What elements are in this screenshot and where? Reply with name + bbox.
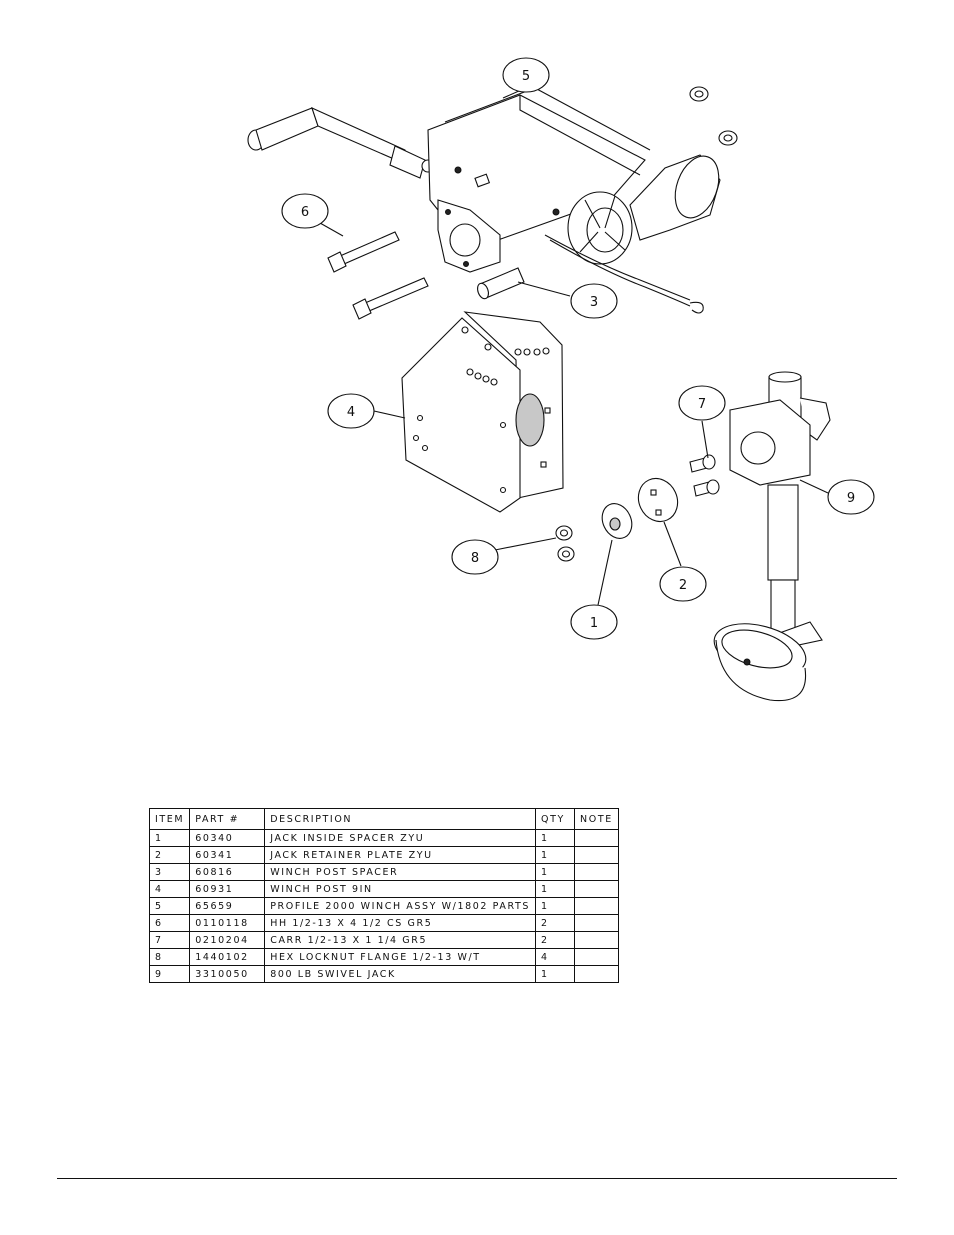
header-description: DESCRIPTION	[264, 808, 537, 830]
table-row: 9 3310050 800 LB SWIVEL JACK 1	[148, 965, 619, 983]
cell-part-number: 60816	[189, 863, 266, 881]
winch-post-spacer-part	[477, 267, 525, 300]
cell-item: 7	[148, 931, 191, 949]
cell-part-number: 60931	[189, 880, 266, 898]
cell-part-number: 0110118	[189, 914, 266, 932]
callout-4: 4	[327, 393, 375, 429]
header-item: ITEM	[148, 808, 191, 830]
cell-description: JACK INSIDE SPACER ZYU	[264, 829, 537, 847]
cell-description: HH 1/2-13 X 4 1/2 CS GR5	[264, 914, 537, 932]
svg-text:1: 1	[590, 616, 598, 631]
callout-7: 7	[678, 385, 726, 421]
cell-part-number: 65659	[189, 897, 266, 915]
cell-note	[574, 897, 619, 915]
cell-qty: 1	[535, 846, 576, 864]
footer-divider	[57, 1178, 897, 1179]
cell-description: WINCH POST SPACER	[264, 863, 537, 881]
cell-note	[574, 880, 619, 898]
cell-part-number: 60341	[189, 846, 266, 864]
svg-text:6: 6	[301, 205, 309, 220]
cell-description: CARR 1/2-13 X 1 1/4 GR5	[264, 931, 537, 949]
cell-note	[574, 846, 619, 864]
cell-note	[574, 931, 619, 949]
cell-qty: 4	[535, 948, 576, 966]
svg-text:4: 4	[347, 405, 355, 420]
cell-item: 3	[148, 863, 191, 881]
exploded-assembly-drawing: 5 6 3 4 7 9 8 2 1	[247, 57, 875, 702]
callout-5: 5	[502, 57, 550, 93]
callout-1: 1	[570, 604, 618, 640]
table-row: 7 0210204 CARR 1/2-13 X 1 1/4 GR5 2	[148, 931, 619, 949]
cell-qty: 1	[535, 863, 576, 881]
cell-part-number: 0210204	[189, 931, 266, 949]
cell-item: 6	[148, 914, 191, 932]
cell-part-number: 1440102	[189, 948, 266, 966]
svg-text:3: 3	[590, 295, 598, 310]
table-row: 1 60340 JACK INSIDE SPACER ZYU 1	[148, 829, 619, 847]
callout-8: 8	[451, 539, 499, 575]
table-row: 8 1440102 HEX LOCKNUT FLANGE 1/2-13 W/T …	[148, 948, 619, 966]
table-row: 4 60931 WINCH POST 9IN 1	[148, 880, 619, 898]
header-note: NOTE	[574, 808, 619, 830]
jack-retainer-plate-part	[637, 477, 679, 523]
hex-locknut-part	[555, 525, 575, 562]
jack-inside-spacer-part	[601, 503, 633, 539]
parts-list-table: ITEM PART # DESCRIPTION QTY NOTE 1 60340…	[148, 808, 619, 983]
svg-text:5: 5	[522, 69, 530, 84]
callout-3: 3	[570, 283, 618, 319]
cell-qty: 2	[535, 931, 576, 949]
swivel-jack-part	[713, 371, 831, 702]
cell-qty: 1	[535, 965, 576, 983]
cell-description: PROFILE 2000 WINCH ASSY W/1802 PARTS	[264, 897, 537, 915]
cell-item: 8	[148, 948, 191, 966]
cell-qty: 1	[535, 880, 576, 898]
cell-item: 1	[148, 829, 191, 847]
table-row: 6 0110118 HH 1/2-13 X 4 1/2 CS GR5 2	[148, 914, 619, 932]
callout-6: 6	[281, 193, 329, 229]
header-part-number: PART #	[189, 808, 266, 830]
cell-part-number: 60340	[189, 829, 266, 847]
table-row: 3 60816 WINCH POST SPACER 1	[148, 863, 619, 881]
callout-9: 9	[827, 479, 875, 515]
cell-note	[574, 965, 619, 983]
table-header-row: ITEM PART # DESCRIPTION QTY NOTE	[148, 808, 619, 830]
svg-text:8: 8	[471, 551, 479, 566]
cell-item: 5	[148, 897, 191, 915]
cell-note	[574, 948, 619, 966]
cell-description: HEX LOCKNUT FLANGE 1/2-13 W/T	[264, 948, 537, 966]
hex-bolt-part	[327, 231, 429, 320]
winch-assembly-part	[247, 86, 738, 314]
table-row: 5 65659 PROFILE 2000 WINCH ASSY W/1802 P…	[148, 897, 619, 915]
cell-description: 800 LB SWIVEL JACK	[264, 965, 537, 983]
cell-note	[574, 863, 619, 881]
cell-item: 9	[148, 965, 191, 983]
leader-lines	[319, 86, 829, 606]
svg-text:7: 7	[698, 397, 706, 412]
cell-qty: 1	[535, 897, 576, 915]
cell-part-number: 3310050	[189, 965, 266, 983]
cell-item: 4	[148, 880, 191, 898]
cell-qty: 2	[535, 914, 576, 932]
svg-text:2: 2	[679, 578, 687, 593]
table-row: 2 60341 JACK RETAINER PLATE ZYU 1	[148, 846, 619, 864]
winch-post-part	[401, 311, 564, 513]
header-qty: QTY	[535, 808, 576, 830]
cell-note	[574, 829, 619, 847]
cell-qty: 1	[535, 829, 576, 847]
cell-note	[574, 914, 619, 932]
cell-description: JACK RETAINER PLATE ZYU	[264, 846, 537, 864]
cell-description: WINCH POST 9IN	[264, 880, 537, 898]
callout-2: 2	[659, 566, 707, 602]
carriage-bolt-part	[689, 454, 720, 497]
cell-item: 2	[148, 846, 191, 864]
svg-text:9: 9	[847, 491, 855, 506]
